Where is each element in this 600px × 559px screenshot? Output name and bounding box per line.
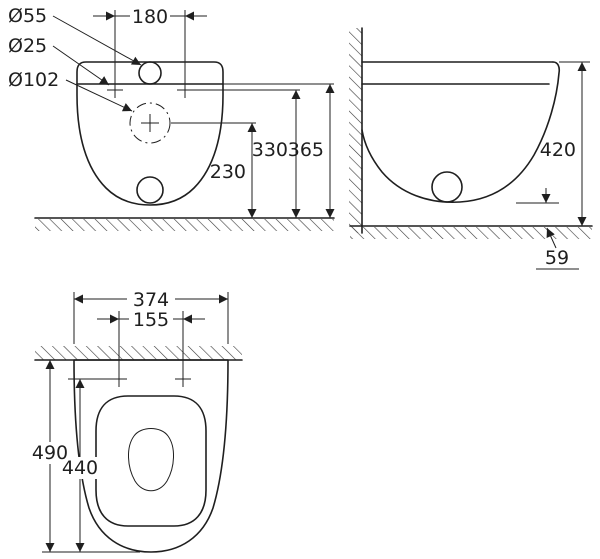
dim-label-230: 230	[210, 161, 246, 183]
dim-label-bg	[58, 457, 102, 479]
dim-420	[559, 61, 590, 226]
dim-label-374: 374	[133, 289, 169, 311]
dim-label-180: 180	[132, 6, 168, 28]
ground-hatch-front	[35, 219, 334, 231]
dim-arrow-bottom	[546, 227, 557, 249]
leader-dia55	[52, 15, 142, 66]
dim-440	[58, 378, 111, 552]
seat-opening-outline	[95, 395, 207, 527]
water-surface-outline	[128, 428, 174, 492]
wall-hatch-top-view	[35, 346, 242, 360]
dim-label-bg	[129, 308, 173, 330]
dim-label-330: 330	[252, 139, 288, 161]
dim-155	[97, 308, 205, 371]
fixing-hole-left-top	[111, 371, 127, 387]
dim-label-bg	[127, 288, 175, 310]
dim-365	[223, 83, 335, 218]
dim-label-440: 440	[62, 457, 98, 479]
dim-label-dia102: Ø102	[8, 69, 59, 91]
dim-330	[193, 89, 301, 218]
side-outlet-circle	[431, 171, 463, 203]
dim-label-420: 420	[540, 139, 576, 161]
top-bowl-outline	[73, 359, 229, 553]
wall-hatch	[349, 28, 362, 233]
fixing-hole-right	[177, 82, 193, 98]
outlet-circle-102	[129, 102, 171, 144]
dim-label-490: 490	[32, 442, 68, 464]
dim-label-155: 155	[133, 309, 169, 331]
dim-label-dia25: Ø25	[8, 35, 47, 57]
dim-label-dia55: Ø55	[8, 5, 47, 27]
dim-label-59: 59	[545, 247, 569, 269]
front-view: Ø55 Ø25 Ø102 180 230 330 365	[8, 5, 335, 231]
leader-dia102	[65, 79, 133, 112]
fixing-hole-left	[107, 82, 123, 98]
dim-label-365: 365	[288, 139, 324, 161]
ground-hatch-side	[350, 227, 592, 239]
dim-59	[516, 188, 579, 270]
dim-374	[73, 288, 229, 344]
side-bowl-profile	[361, 61, 561, 204]
side-view: 420 59	[349, 27, 593, 270]
leader-dia25	[52, 45, 110, 86]
dim-180	[93, 5, 207, 82]
dim-230	[171, 122, 257, 218]
flush-connection-circle	[138, 61, 162, 85]
dim-label-bg	[130, 5, 170, 27]
trap-outlet-circle	[136, 176, 164, 204]
fixing-hole-right-top	[175, 371, 191, 387]
top-view: 374 155 490 440	[28, 288, 243, 553]
